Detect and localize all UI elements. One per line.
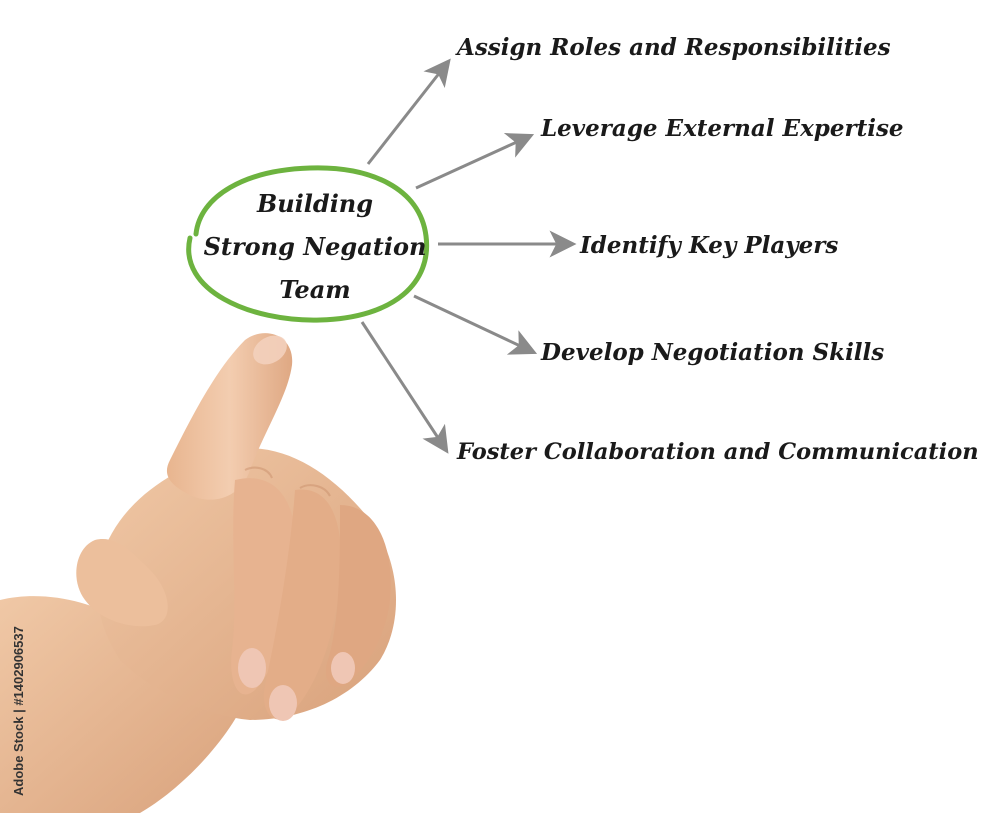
branch-label-develop-skills: Develop Negotiation Skills	[541, 339, 885, 366]
center-ellipse	[186, 165, 430, 323]
center-line-1: Building	[256, 189, 374, 218]
center-line-2: Strong Negation	[203, 232, 427, 261]
pointing-hand-illustration	[0, 333, 397, 813]
arrow-4	[413, 294, 538, 355]
arrow-1	[366, 58, 451, 165]
svg-text:Adobe Stock | #140290653​7: Adobe Stock | #140290653​7	[11, 626, 26, 796]
center-label: Building Strong Negation Team	[200, 182, 430, 311]
center-line-3: Team	[279, 275, 351, 304]
stock-watermark: Adobe Stock | #140290653​7	[6, 560, 30, 800]
branch-label-identify-key-players: Identify Key Players	[580, 232, 839, 259]
branch-label-assign-roles: Assign Roles and Responsibilities	[457, 34, 891, 61]
branch-label-foster-collaboration: Foster Collaboration and Communication	[457, 439, 979, 465]
arrow-2	[415, 133, 535, 190]
branch-label-leverage-expertise: Leverage External Expertise	[541, 115, 904, 142]
arrow-5	[360, 321, 449, 454]
